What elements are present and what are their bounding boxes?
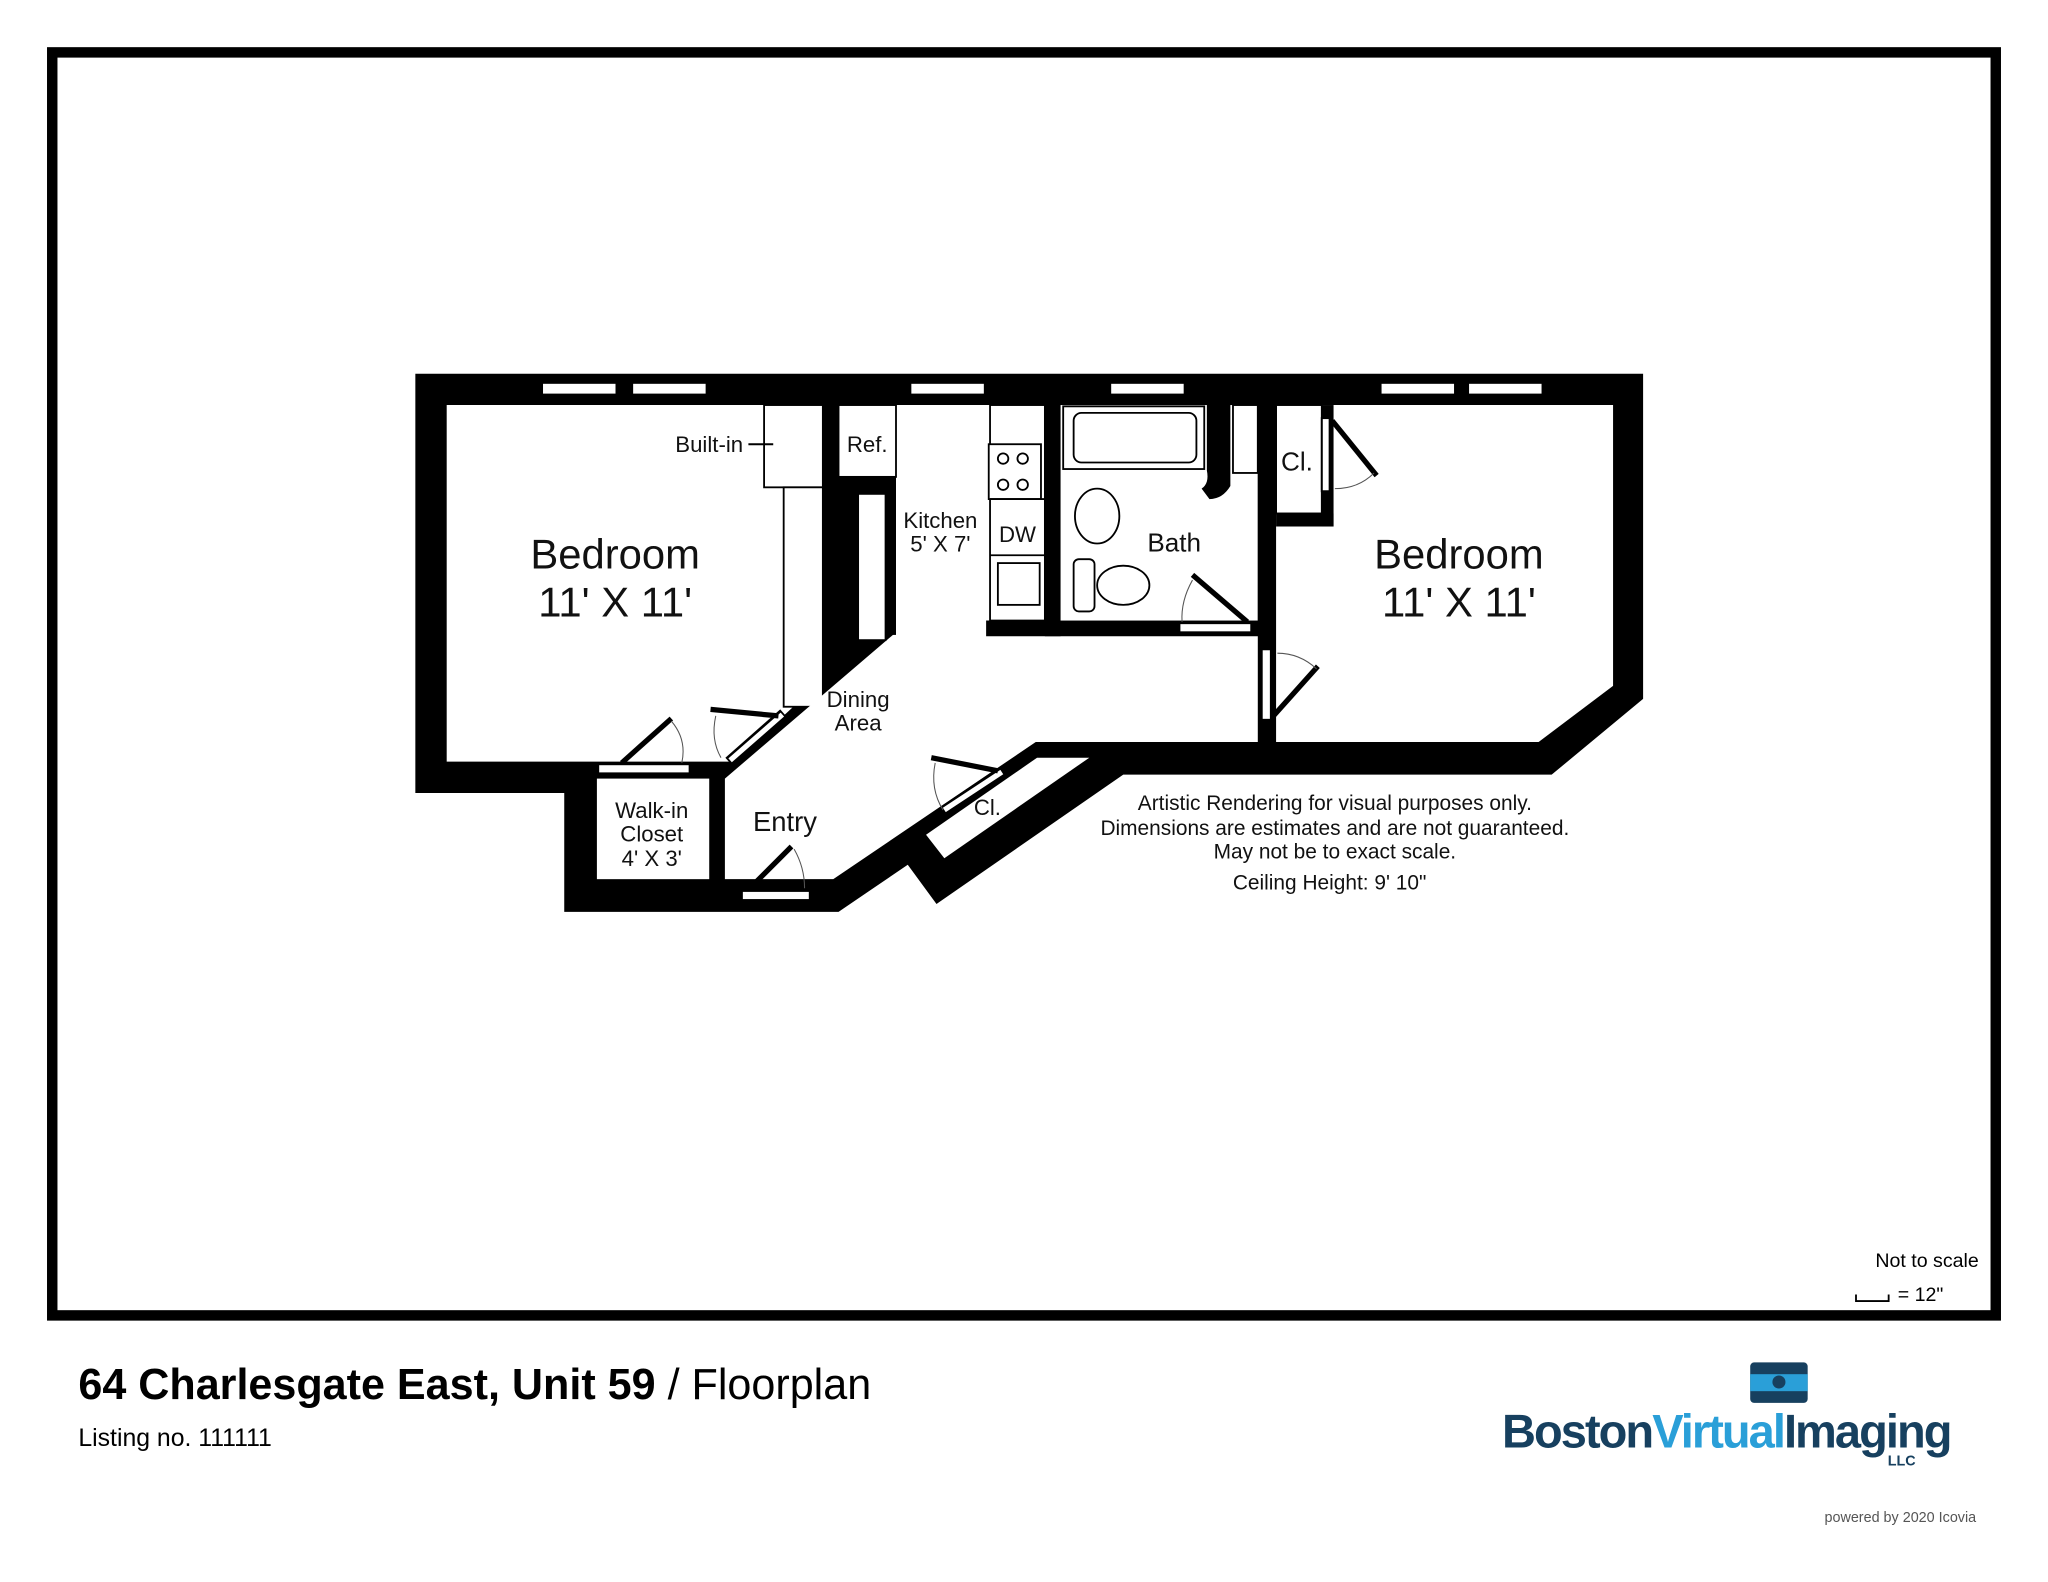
burner (1016, 478, 1029, 491)
burner (996, 478, 1010, 491)
bedroom-right-floor (1276, 405, 1614, 743)
window (1467, 381, 1544, 396)
powered-by: powered by 2020 Icovia (1824, 1510, 1976, 1526)
closet-door-leaf (1330, 419, 1379, 478)
floorplan: Built-in Ref. Kitchen 5' X 7' DW Bath Cl… (415, 373, 1644, 912)
pantry-strip (857, 492, 887, 642)
logo-text: BostonVirtualImaging (1502, 1404, 1950, 1457)
bath-door[interactable] (1178, 622, 1253, 634)
entry-door-leaf (747, 844, 794, 891)
closet-bath-label: Cl. (1281, 446, 1313, 476)
bath-shelf (1232, 404, 1259, 474)
bathtub-inner (1072, 411, 1198, 464)
builtin-label: Built-in (675, 432, 743, 457)
walkin-label-2: Closet (620, 821, 683, 846)
dining-label: Dining (827, 687, 890, 712)
ref-label: Ref. (847, 432, 888, 457)
bath-door-leaf (1190, 572, 1250, 624)
door-swing (1334, 472, 1375, 490)
door-swing (713, 715, 722, 758)
wall-stub (1201, 405, 1231, 500)
builtin (763, 404, 824, 489)
wardrobe (782, 486, 824, 708)
bedroom-left-size: 11' X 11' (538, 579, 692, 626)
walkin-closet-floor (596, 778, 710, 880)
walkin-size: 4' X 3' (622, 846, 682, 871)
dining-label-2: Area (835, 710, 883, 735)
bedroom-left-floor (446, 405, 823, 762)
bedroom-right-label: Bedroom (1374, 530, 1544, 577)
logo-suffix: LLC (1888, 1454, 1916, 1470)
not-to-scale: Not to scale (1875, 1250, 1978, 1272)
closet-entry-label: Cl. (974, 795, 1001, 820)
door-swing (1277, 652, 1317, 670)
company-logo: BostonVirtualImaging LLC (1502, 1362, 1952, 1470)
kitchen-size: 5' X 7' (910, 531, 970, 556)
address: 64 Charlesgate East, Unit 59 (78, 1361, 655, 1409)
toilet-tank (1072, 558, 1096, 613)
page-frame (47, 47, 2001, 1321)
window (541, 381, 618, 396)
bedroom-right-size: 11' X 11' (1382, 579, 1536, 626)
wall (885, 493, 896, 635)
window (909, 381, 986, 396)
scale-bar-icon (1855, 1294, 1890, 1302)
walkin-label: Walk-in (615, 798, 688, 823)
entry-label: Entry (753, 806, 817, 837)
door-swing (1181, 579, 1193, 622)
disclaimer-line: Dimensions are estimates and are not gua… (1100, 817, 1569, 840)
toilet (1096, 564, 1151, 606)
wall (838, 476, 896, 494)
window (1109, 381, 1186, 396)
scale-legend: = 12" (1898, 1284, 1944, 1306)
main-floor (724, 405, 1261, 880)
window (631, 381, 708, 396)
bedroom-right-door[interactable] (1260, 648, 1272, 721)
dw-label: DW (999, 522, 1036, 547)
entry-closet-door-leaf (930, 755, 999, 774)
title-suffix: / Floorplan (656, 1361, 872, 1409)
disclaimer-line: Artistic Rendering for visual purposes o… (1138, 792, 1532, 815)
bedroom-left-label: Bedroom (530, 530, 700, 577)
listing-number: Listing no. 111111 (78, 1425, 271, 1452)
bath-label: Bath (1147, 527, 1201, 557)
stove (987, 443, 1042, 500)
bedroom-right-door-leaf (1271, 664, 1320, 718)
logo-icon-eye (1772, 1375, 1786, 1389)
closet-bath-box (1275, 404, 1323, 515)
entry-door[interactable] (740, 889, 811, 902)
door-swing (670, 720, 684, 764)
wall (1276, 513, 1334, 527)
kitchen-label: Kitchen (903, 508, 977, 533)
door-swing (793, 848, 806, 889)
closet-door[interactable] (1320, 417, 1331, 493)
windows (541, 381, 1544, 396)
window (1379, 381, 1456, 396)
disclaimer-line: May not be to exact scale. (1214, 840, 1457, 863)
walkin-door-leaf (619, 716, 674, 765)
burner (996, 452, 1010, 465)
ceiling-height: Ceiling Height: 9' 10" (1233, 872, 1427, 895)
walkin-door[interactable] (597, 763, 691, 775)
entry-closet-door-inner (942, 769, 1004, 813)
bedroom-left-door-leaf (710, 706, 779, 719)
wall (1044, 405, 1061, 637)
entry-closet-floor (926, 757, 1090, 859)
bedroom-left-door-inner (728, 712, 785, 763)
page-title: 64 Charlesgate East, Unit 59 / Floorplan (78, 1361, 871, 1409)
ref (837, 404, 897, 478)
kitchen-sink (996, 562, 1041, 606)
burner (1016, 452, 1029, 465)
door-swing (933, 762, 944, 811)
bath-sink (1074, 487, 1121, 545)
